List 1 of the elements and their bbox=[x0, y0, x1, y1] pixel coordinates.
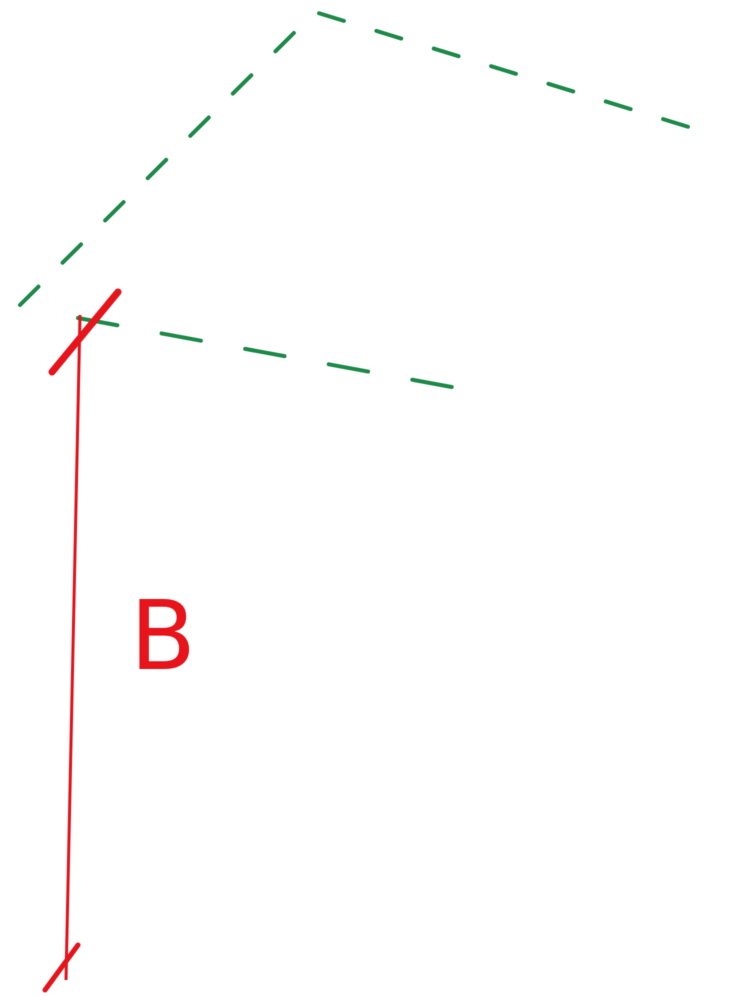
dimension-label: B bbox=[130, 588, 196, 684]
